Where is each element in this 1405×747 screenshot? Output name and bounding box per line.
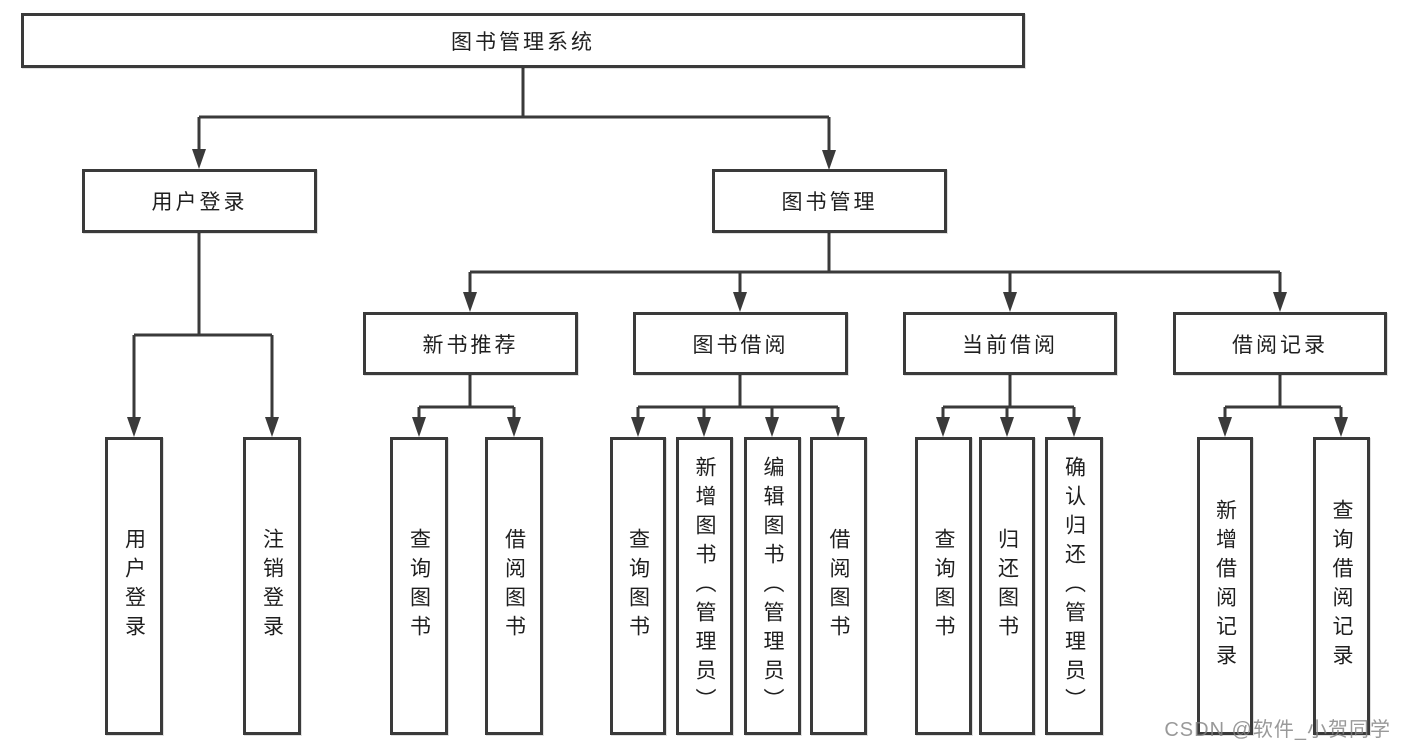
leaf-edit-books-admin: 编辑图书（管理员） xyxy=(744,437,801,735)
leaf-logout: 注销登录 xyxy=(243,437,301,735)
node-borrow-records: 借阅记录 xyxy=(1173,312,1387,375)
leaf-label: 借阅图书 xyxy=(827,528,850,644)
node-current-borrow: 当前借阅 xyxy=(903,312,1117,375)
node-root: 图书管理系统 xyxy=(21,13,1025,68)
node-new-book-recommend: 新书推荐 xyxy=(363,312,578,375)
leaf-label: 借阅图书 xyxy=(502,528,526,644)
leaf-label: 新增图书（管理员） xyxy=(693,455,716,717)
csdn-watermark: CSDN @软件_小贺同学 xyxy=(1164,719,1391,741)
leaf-label: 归还图书 xyxy=(995,528,1019,644)
leaf-label: 查询借阅记录 xyxy=(1330,499,1353,673)
leaf-label: 编辑图书（管理员） xyxy=(761,455,784,717)
leaf-add-books-admin: 新增图书（管理员） xyxy=(676,437,733,735)
node-user-login: 用户登录 xyxy=(82,169,317,233)
leaf-label: 用户登录 xyxy=(122,528,146,644)
leaf-label: 查询图书 xyxy=(932,528,955,644)
leaf-user-login: 用户登录 xyxy=(105,437,163,735)
leaf-borrow-books: 借阅图书 xyxy=(810,437,867,735)
leaf-add-borrow-record: 新增借阅记录 xyxy=(1197,437,1253,735)
leaf-query-books-borrow: 查询图书 xyxy=(610,437,666,735)
leaf-label: 确认归还（管理员） xyxy=(1062,455,1086,717)
leaf-confirm-return-admin: 确认归还（管理员） xyxy=(1045,437,1103,735)
leaf-query-books-current: 查询图书 xyxy=(915,437,972,735)
leaf-query-borrow-record: 查询借阅记录 xyxy=(1313,437,1370,735)
leaf-return-books: 归还图书 xyxy=(979,437,1035,735)
leaf-label: 新增借阅记录 xyxy=(1213,499,1237,673)
leaf-label: 注销登录 xyxy=(260,528,284,644)
leaf-borrow-books-recommend: 借阅图书 xyxy=(485,437,543,735)
leaf-query-books-recommend: 查询图书 xyxy=(390,437,448,735)
leaf-label: 查询图书 xyxy=(626,528,650,644)
leaf-label: 查询图书 xyxy=(407,528,431,644)
node-book-borrow: 图书借阅 xyxy=(633,312,848,375)
node-book-management: 图书管理 xyxy=(712,169,947,233)
